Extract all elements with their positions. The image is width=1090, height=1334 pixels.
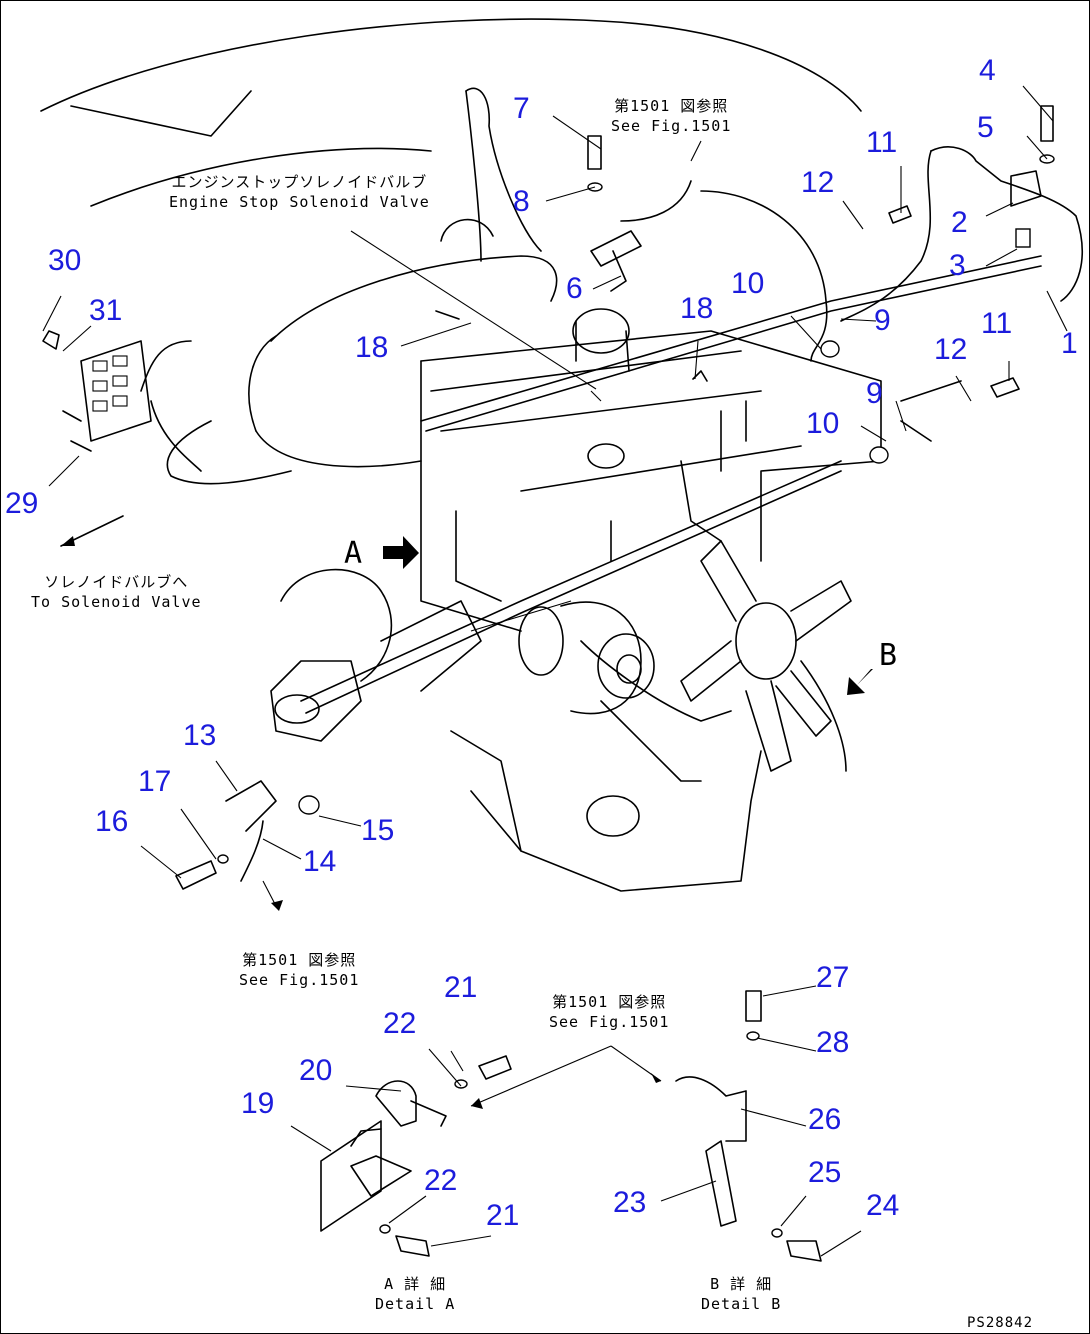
callout-20[interactable]: 20 bbox=[299, 1054, 333, 1087]
callout-30[interactable]: 30 bbox=[48, 244, 82, 277]
callout-3[interactable]: 3 bbox=[949, 249, 966, 282]
callout-12[interactable]: 12 bbox=[934, 333, 968, 366]
callout-10[interactable]: 10 bbox=[806, 407, 840, 440]
callout-17[interactable]: 17 bbox=[138, 765, 172, 798]
note-detail-b: B 詳 細 Detail B bbox=[701, 1275, 781, 1314]
note-jp: 第1501 図参照 bbox=[614, 97, 729, 115]
note-see-fig-1501-top: 第1501 図参照 See Fig.1501 bbox=[611, 97, 731, 136]
callout-2[interactable]: 2 bbox=[951, 206, 968, 239]
note-en: Detail B bbox=[701, 1294, 782, 1313]
callout-4[interactable]: 4 bbox=[979, 54, 996, 87]
callout-12[interactable]: 12 bbox=[801, 166, 835, 199]
note-en: See Fig.1501 bbox=[239, 970, 360, 989]
callout-11[interactable]: 11 bbox=[866, 126, 898, 159]
view-letter-a: A bbox=[344, 536, 363, 571]
callout-9[interactable]: 9 bbox=[866, 377, 883, 410]
note-jp: B 詳 細 bbox=[710, 1275, 773, 1293]
note-en: See Fig.1501 bbox=[611, 116, 732, 135]
callout-31[interactable]: 31 bbox=[89, 294, 123, 327]
view-letter-b: B bbox=[879, 638, 898, 673]
callout-27[interactable]: 27 bbox=[816, 961, 850, 994]
callout-13[interactable]: 13 bbox=[183, 719, 217, 752]
note-en: Engine Stop Solenoid Valve bbox=[169, 192, 430, 211]
note-see-fig-1501-left: 第1501 図参照 See Fig.1501 bbox=[239, 951, 359, 990]
callout-21[interactable]: 21 bbox=[486, 1199, 520, 1232]
callout-18[interactable]: 18 bbox=[680, 292, 714, 325]
note-en: See Fig.1501 bbox=[549, 1012, 670, 1031]
callout-21[interactable]: 21 bbox=[444, 971, 478, 1004]
callout-16[interactable]: 16 bbox=[95, 805, 129, 838]
note-see-fig-1501-bottom: 第1501 図参照 See Fig.1501 bbox=[549, 993, 669, 1032]
callout-8[interactable]: 8 bbox=[513, 185, 530, 218]
drawing-number: PS28842 bbox=[967, 1315, 1034, 1331]
callout-24[interactable]: 24 bbox=[866, 1189, 900, 1222]
callout-14[interactable]: 14 bbox=[303, 845, 337, 878]
callout-9[interactable]: 9 bbox=[874, 304, 891, 337]
callout-6[interactable]: 6 bbox=[566, 272, 583, 305]
callout-18[interactable]: 18 bbox=[355, 331, 389, 364]
note-jp: ソレノイドバルブへ bbox=[44, 573, 189, 591]
callout-22[interactable]: 22 bbox=[424, 1164, 458, 1197]
note-detail-a: A 詳 細 Detail A bbox=[375, 1275, 455, 1314]
callout-22[interactable]: 22 bbox=[383, 1007, 417, 1040]
callout-29[interactable]: 29 bbox=[5, 487, 39, 520]
callout-26[interactable]: 26 bbox=[808, 1103, 842, 1136]
note-jp: A 詳 細 bbox=[384, 1275, 447, 1293]
callout-25[interactable]: 25 bbox=[808, 1156, 842, 1189]
note-jp: エンジンストップソレノイドバルブ bbox=[171, 173, 428, 191]
callout-15[interactable]: 15 bbox=[361, 814, 395, 847]
note-jp: 第1501 図参照 bbox=[552, 993, 667, 1011]
callout-1[interactable]: 1 bbox=[1061, 327, 1078, 360]
callout-10[interactable]: 10 bbox=[731, 267, 765, 300]
note-jp: 第1501 図参照 bbox=[242, 951, 357, 969]
callout-19[interactable]: 19 bbox=[241, 1087, 275, 1120]
callout-28[interactable]: 28 bbox=[816, 1026, 850, 1059]
callout-7[interactable]: 7 bbox=[513, 92, 530, 125]
note-en: To Solenoid Valve bbox=[31, 592, 202, 611]
note-engine-stop-solenoid-valve: エンジンストップソレノイドバルブ Engine Stop Solenoid Va… bbox=[169, 173, 430, 212]
callout-23[interactable]: 23 bbox=[613, 1186, 647, 1219]
callout-5[interactable]: 5 bbox=[977, 111, 994, 144]
note-en: Detail A bbox=[375, 1294, 456, 1313]
note-to-solenoid-valve: ソレノイドバルブへ To Solenoid Valve bbox=[31, 573, 202, 612]
callout-11[interactable]: 11 bbox=[981, 307, 1013, 340]
